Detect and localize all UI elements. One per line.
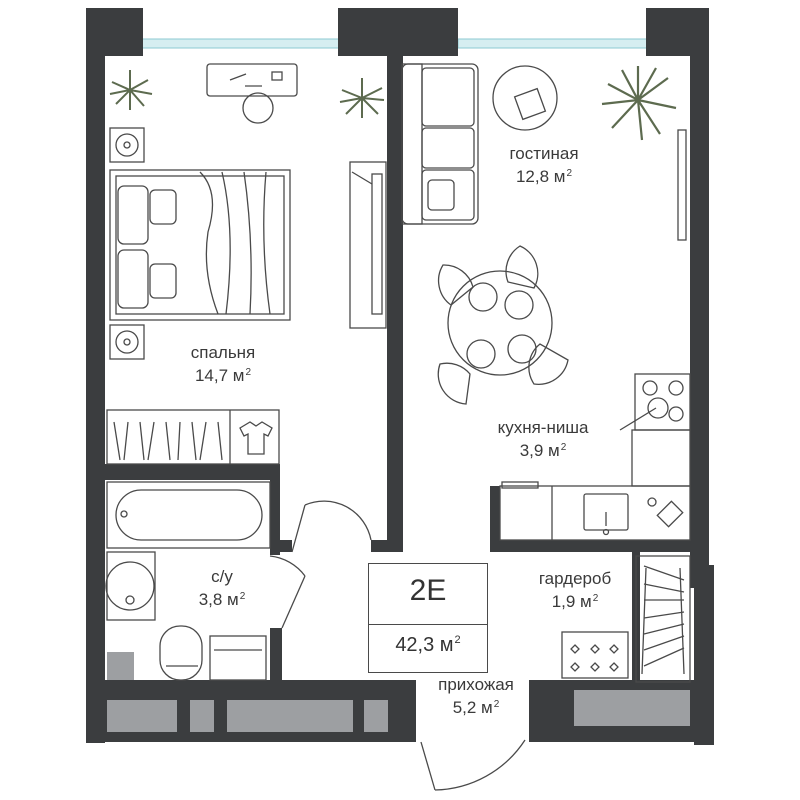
room-area-hallway: 5,2 м2 <box>452 698 500 717</box>
door-swing-icon <box>269 500 526 791</box>
wall-inserts <box>107 652 690 732</box>
washing-machine-icon <box>109 127 145 163</box>
tv-icon <box>677 129 687 241</box>
sofa-icon <box>401 63 479 225</box>
room-name-wardrobe: гардероб <box>538 569 612 588</box>
room-area-living: 12,8 м2 <box>515 167 573 186</box>
armchair-icon <box>492 65 558 131</box>
window-living <box>457 38 649 49</box>
wardrobe-icon <box>635 555 691 683</box>
wardrobe-icon <box>106 409 280 465</box>
bed-icon <box>109 169 291 321</box>
room-name-kitchen: кухня-ниша <box>497 418 589 437</box>
washing-machine-icon <box>209 635 267 681</box>
plant-icon <box>109 70 153 110</box>
washing-machine-icon <box>109 324 145 360</box>
plant-icon <box>601 66 677 141</box>
badge-divider <box>369 624 487 625</box>
room-name-bathroom: с/у <box>211 567 233 586</box>
dining-table-icon <box>437 245 569 405</box>
room-name-bedroom: спальня <box>190 343 256 362</box>
apartment-code: 2Е <box>409 574 447 607</box>
sink-icon <box>105 551 156 621</box>
toilet-icon <box>159 625 203 681</box>
plant-icon <box>339 78 385 118</box>
kitchen-sink-icon <box>499 481 691 541</box>
bathtub-icon <box>106 481 271 549</box>
desk-icon <box>206 63 298 124</box>
window-bedroom <box>139 38 341 49</box>
room-area-wardrobe: 1,9 м2 <box>551 592 599 611</box>
room-name-living: гостиная <box>509 144 579 163</box>
apartment-total-area: 42,3 м2 <box>395 634 461 656</box>
shoe-rack-icon <box>561 631 629 679</box>
kitchen-cabinet <box>631 429 691 487</box>
room-area-bedroom: 14,7 м2 <box>194 366 252 385</box>
room-area-bathroom: 3,8 м2 <box>198 590 246 609</box>
apartment-badge: 2Е 42,3 м2 <box>368 563 488 673</box>
room-name-hallway: прихожая <box>438 675 514 694</box>
stove-icon <box>619 373 691 431</box>
tv-icon <box>349 161 387 329</box>
room-area-kitchen: 3,9 м2 <box>519 441 567 460</box>
